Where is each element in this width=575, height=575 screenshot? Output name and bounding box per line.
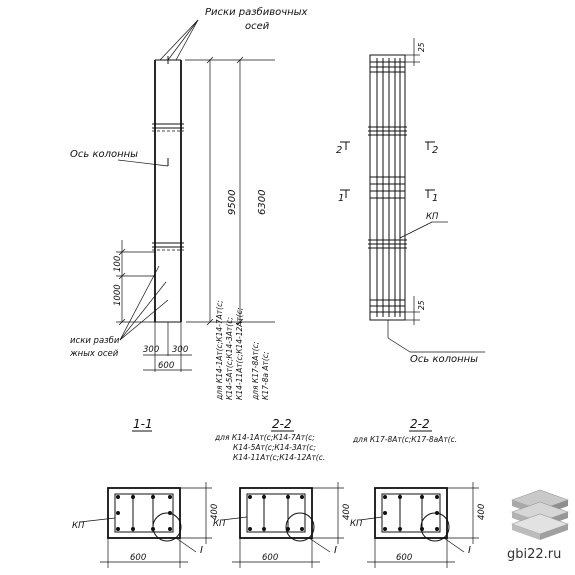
column-band-upper: [152, 123, 184, 132]
section-1-kp-label: КП: [72, 521, 85, 531]
vertical-note-right-2: К17-8а Ат(с;: [261, 352, 270, 400]
stirrups-upper: [368, 126, 407, 136]
axis-marks-label-line1: Риски разбивочных: [205, 6, 308, 18]
vertical-note-left-2: К14-5Ат(с;К14-3Ат(с;: [225, 317, 234, 400]
vertical-note-left-3: К14-11Ат(с;К14-12Ат(с;: [235, 308, 244, 400]
section-mark-2-right: 2: [432, 145, 438, 156]
slab-stack-icon: [511, 489, 569, 540]
watermark-site: gbi22.ru: [507, 547, 561, 562]
section-note-2a-1: для К14-1Ат(с;К14-7Ат(с;: [214, 433, 315, 442]
section-title-2-2b: 2-2: [410, 417, 430, 431]
axis-marks-lower-line1: иски разби: [70, 336, 120, 346]
section-title-2-2a: 2-2: [272, 417, 292, 431]
cross-section-3: I КП 600 400: [350, 482, 487, 568]
bottom-25-label: 25: [417, 300, 426, 310]
section-mark-2-left: 2: [336, 145, 342, 156]
height-9500-label: 9500: [227, 190, 238, 215]
section-3-kp-label: КП: [350, 519, 363, 529]
column-axis-label-right: Ось колонны: [410, 354, 478, 365]
section-titles: 1-1 2-2 2-2 для К14-1Ат(с;К14-7Ат(с; К14…: [132, 417, 457, 462]
section-1-mark: I: [200, 545, 203, 556]
section-3-height-label: 400: [477, 504, 487, 520]
half-width-right-label: 300: [172, 345, 188, 355]
cross-section-1: I КП 600 400: [72, 482, 220, 568]
section-title-1-1: 1-1: [133, 417, 153, 431]
section-2-height-label: 400: [342, 504, 352, 520]
vertical-note-right-1: для К17-8Ат(с;: [251, 342, 260, 401]
watermark-logo: gbi22.ru: [507, 489, 569, 562]
stirrups-top: [370, 61, 405, 73]
width-600-label: 600: [158, 361, 174, 371]
stirrups-bottom: [370, 299, 405, 313]
column-band-lower: [152, 242, 184, 251]
dim-1000-label: 1000: [113, 284, 123, 306]
section-2-kp-label: КП: [213, 519, 226, 529]
section-mark-1-right: 1: [432, 193, 438, 204]
cage-outline: [369, 54, 406, 321]
column-axis-label-left: Ось колонны: [70, 149, 138, 160]
section-1-height-label: 400: [210, 504, 220, 520]
half-width-left-label: 300: [143, 345, 159, 355]
cross-section-2: I КП 600 400: [213, 482, 352, 568]
column-elevation: 300 300 600 100 1000 Ось колонны Риски р…: [69, 6, 308, 372]
stirrups-middle: [370, 176, 405, 199]
height-6300-label: 6300: [257, 190, 268, 215]
section-note-2a-2: К14-5Ат(с;К14-3Ат(с;: [233, 443, 316, 452]
top-25-label: 25: [417, 42, 426, 52]
vertical-note-left-1: для К14-1Ат(с;К14-7Ат(с;: [215, 300, 224, 401]
height-dimensions: 9500 6300 для К14-1Ат(с;К14-7Ат(с; К14-5…: [185, 56, 275, 401]
section-3-mark: I: [468, 545, 471, 556]
reinforcement-cage: 25 25 2 2 1 1 КП Ось колонны: [336, 38, 485, 365]
section-note-2a-3: К14-11Ат(с;К14-12Ат(с.: [233, 453, 325, 462]
section-1-width-label: 600: [130, 553, 146, 563]
cage-kp-label: КП: [426, 212, 439, 222]
axis-marks-lower-line2: жных осей: [69, 349, 119, 359]
dim-100-label: 100: [113, 256, 123, 272]
section-3-width-label: 600: [396, 553, 412, 563]
axis-marks-label-line2: осей: [245, 21, 270, 32]
section-note-2b: для К17-8Ат(с;К17-8аАт(с.: [352, 435, 457, 444]
section-mark-1-left: 1: [338, 193, 344, 204]
stirrups-lower: [368, 239, 407, 249]
section-2-mark: I: [334, 545, 337, 556]
section-2-width-label: 600: [262, 553, 278, 563]
